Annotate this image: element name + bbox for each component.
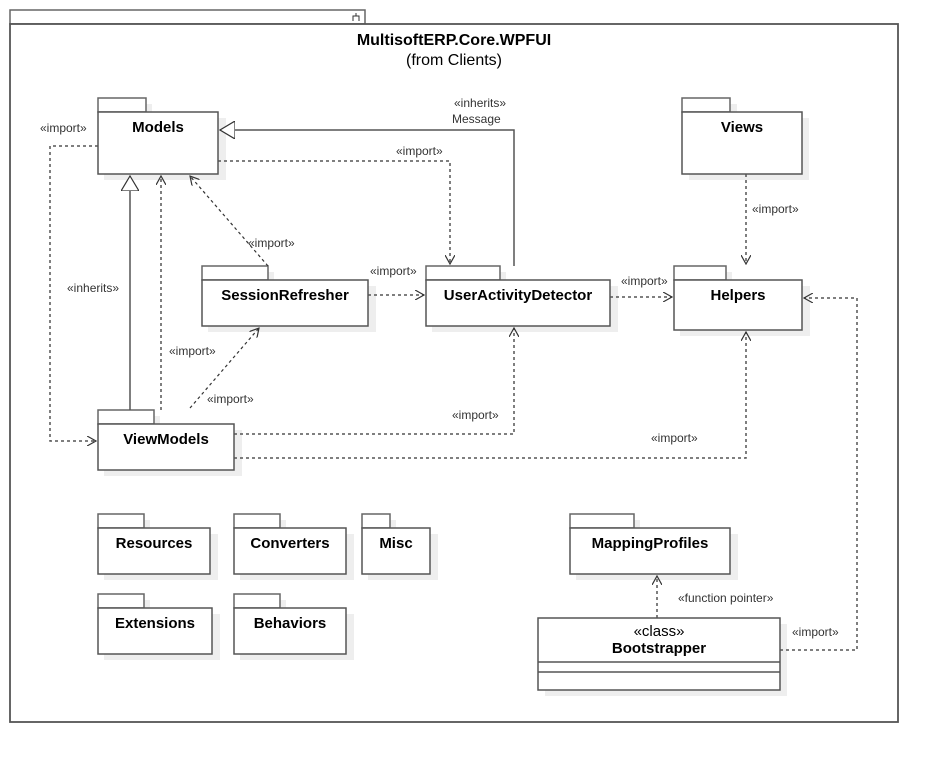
package-behaviors[interactable]: Behaviors <box>233 593 354 660</box>
relation-models-uad-import <box>218 160 450 264</box>
label-uad-helpers-import: «import» <box>621 274 668 288</box>
class-bootstrapper[interactable]: «class» Bootstrapper <box>537 617 787 696</box>
label-inherits-message-2: Message <box>452 112 501 126</box>
package-helpers-label: Helpers <box>710 287 765 304</box>
package-views[interactable]: Views <box>681 97 809 180</box>
package-models[interactable]: Models <box>97 97 226 180</box>
label-viewmodels-models-import: «import» <box>169 344 216 358</box>
package-converters-label: Converters <box>250 535 329 552</box>
label-views-helpers-import: «import» <box>752 202 799 216</box>
label-session-models-import: «import» <box>248 236 295 250</box>
package-user-activity-detector-label: UserActivityDetector <box>444 287 593 304</box>
label-inherits-message-1: «inherits» <box>454 96 506 110</box>
package-resources[interactable]: Resources <box>97 513 218 580</box>
label-viewmodels-helpers-import: «import» <box>651 431 698 445</box>
relation-viewmodels-uad-import <box>234 328 514 435</box>
package-extensions-label: Extensions <box>115 615 195 632</box>
diagram-subtitle: (from Clients) <box>406 52 502 69</box>
relation-models-viewmodels-import <box>49 145 98 441</box>
package-models-label: Models <box>132 119 184 136</box>
label-viewmodels-session-import: «import» <box>207 392 254 406</box>
package-views-label: Views <box>721 119 763 136</box>
package-misc[interactable]: Misc <box>361 513 438 580</box>
package-view-models[interactable]: ViewModels <box>97 409 242 476</box>
package-mapping-profiles[interactable]: MappingProfiles <box>569 513 738 580</box>
relation-session-models-import <box>190 176 269 267</box>
diagram-title: MultisoftERP.Core.WPFUI <box>357 32 551 49</box>
package-symbol-icon <box>352 13 360 21</box>
package-view-models-label: ViewModels <box>123 431 209 448</box>
package-session-refresher-label: SessionRefresher <box>221 287 349 304</box>
package-misc-label: Misc <box>379 535 412 552</box>
label-session-uad-import: «import» <box>370 264 417 278</box>
package-helpers[interactable]: Helpers <box>673 265 810 336</box>
class-bootstrapper-name: Bootstrapper <box>612 640 706 657</box>
label-viewmodels-inherits-models: «inherits» <box>67 281 119 295</box>
class-bootstrapper-stereotype: «class» <box>634 623 685 640</box>
package-session-refresher[interactable]: SessionRefresher <box>201 265 376 332</box>
package-behaviors-label: Behaviors <box>254 615 327 632</box>
package-resources-label: Resources <box>116 535 193 552</box>
label-bootstrapper-helpers-import: «import» <box>792 625 839 639</box>
label-bootstrapper-mapping: «function pointer» <box>678 591 774 605</box>
relation-uad-inherits-models <box>220 130 515 266</box>
label-viewmodels-uad-import: «import» <box>452 408 499 422</box>
label-models-viewmodels-import: «import» <box>40 121 87 135</box>
package-user-activity-detector[interactable]: UserActivityDetector <box>425 265 618 332</box>
label-models-uad-import: «import» <box>396 144 443 158</box>
package-extensions[interactable]: Extensions <box>97 593 220 660</box>
relation-viewmodels-helpers-import <box>234 332 746 459</box>
relation-bootstrapper-helpers-import <box>780 298 858 651</box>
package-mapping-profiles-label: MappingProfiles <box>592 535 709 552</box>
package-converters[interactable]: Converters <box>233 513 354 580</box>
